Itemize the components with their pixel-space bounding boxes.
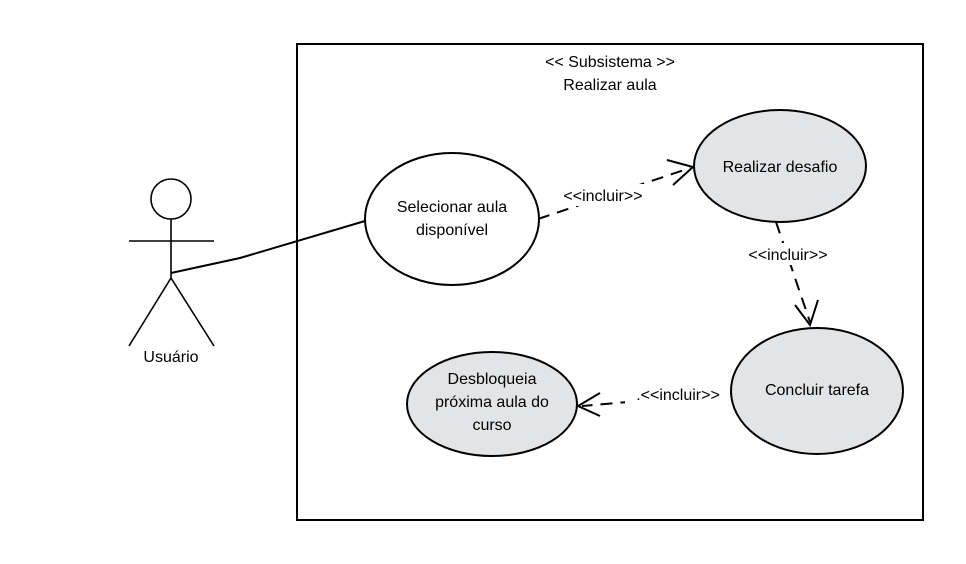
use-case-label: disponível xyxy=(416,222,488,239)
use-case-desbloqueia: Desbloqueia próxima aula do curso xyxy=(406,351,578,457)
actor-head xyxy=(150,178,192,220)
subsystem-stereotype: << Subsistema >> xyxy=(545,54,675,71)
actor-right-leg xyxy=(170,277,215,347)
use-case-ellipse xyxy=(693,109,867,223)
actor-figure xyxy=(128,178,215,347)
use-case-label: curso xyxy=(472,417,511,434)
actor-left-leg xyxy=(128,277,172,347)
actor-name: Usuário xyxy=(143,349,198,366)
use-case-realizar-desafio: Realizar desafio xyxy=(693,109,867,223)
use-case-label: Selecionar aula xyxy=(397,199,507,216)
use-case-label: Realizar desafio xyxy=(723,159,838,176)
use-case-concluir-tarefa: Concluir tarefa xyxy=(730,327,904,455)
use-case-ellipse xyxy=(730,327,904,455)
include-line-2 xyxy=(775,221,811,323)
use-case-label: Desbloqueia xyxy=(448,371,537,388)
use-case-label: próxima aula do xyxy=(435,394,549,411)
include-label-1: <<incluir>> xyxy=(563,188,642,205)
include-arrowhead-1 xyxy=(666,159,696,186)
use-case-ellipse xyxy=(364,152,540,286)
subsystem-boundary xyxy=(296,43,924,521)
include-arrowhead-3 xyxy=(575,392,601,417)
use-case-label: Concluir tarefa xyxy=(765,382,869,399)
subsystem-name: Realizar aula xyxy=(563,77,656,94)
use-case-selecionar-aula: Selecionar aula disponível xyxy=(364,152,540,286)
association-line xyxy=(170,220,366,274)
use-case-ellipse xyxy=(406,351,578,457)
include-arrowhead-2 xyxy=(794,299,819,328)
include-label-3: .<<incluir>> xyxy=(636,387,720,404)
include-label-2: <<incluir>> xyxy=(748,247,827,264)
